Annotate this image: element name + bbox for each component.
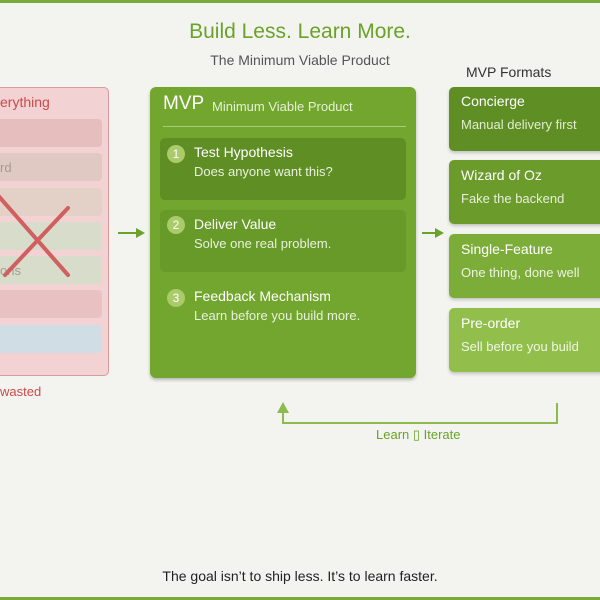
cross-out-icon: [0, 194, 70, 277]
format-card-concierge: [449, 87, 600, 151]
everything-panel-caption: wasted: [0, 384, 42, 399]
arrow-right-icon: [422, 228, 444, 238]
feature-block: [0, 290, 102, 318]
step-title: Feedback Mechanism: [194, 288, 331, 304]
feedback-loop-arrow: [277, 402, 558, 424]
step-description: Solve one real problem.: [194, 236, 332, 251]
page-title: Build Less. Learn More.: [189, 20, 411, 43]
format-description: One thing, done well: [461, 265, 580, 280]
step-description: Learn before you build more.: [194, 308, 361, 323]
mvp-divider: [163, 126, 406, 127]
footer-tagline: The goal isn’t to ship less. It’s to lea…: [162, 568, 438, 584]
format-title: Wizard of Oz: [461, 167, 542, 183]
step-number-badge: 1: [167, 145, 185, 163]
format-description: Fake the backend: [461, 191, 565, 206]
step-description: Does anyone want this?: [194, 164, 333, 179]
format-description: Sell before you build: [461, 339, 579, 354]
feedback-loop-label: Learn ▯ Iterate: [376, 427, 461, 442]
format-title: Single-Feature: [461, 241, 553, 257]
page-subtitle: The Minimum Viable Product: [210, 52, 390, 68]
feature-block: [0, 325, 102, 353]
format-card-single-feature: [449, 234, 600, 298]
format-description: Manual delivery first: [461, 117, 577, 132]
step-number-badge: 2: [167, 216, 185, 234]
format-card-wizard-of-oz: [449, 160, 600, 224]
step-number-badge: 3: [167, 289, 185, 307]
feature-block: [0, 188, 102, 216]
step-title: Test Hypothesis: [194, 144, 293, 160]
format-title: Concierge: [461, 93, 525, 109]
feature-block-label: rd: [0, 160, 12, 175]
formats-header: MVP Formats: [466, 64, 552, 80]
feature-block: [0, 119, 102, 147]
format-card-pre-order: [449, 308, 600, 372]
mvp-step-card: [160, 138, 406, 200]
format-title: Pre-order: [461, 315, 521, 331]
mvp-title: MVP: [163, 93, 205, 114]
arrow-right-icon: [118, 228, 145, 238]
mvp-step-card: [160, 210, 406, 272]
everything-panel-title: erything: [0, 94, 50, 110]
feature-block: [0, 153, 102, 181]
step-title: Deliver Value: [194, 216, 277, 232]
top-accent-bar: [0, 0, 600, 3]
bottom-accent-bar: [0, 597, 600, 600]
mvp-subtitle: Minimum Viable Product: [212, 99, 353, 114]
